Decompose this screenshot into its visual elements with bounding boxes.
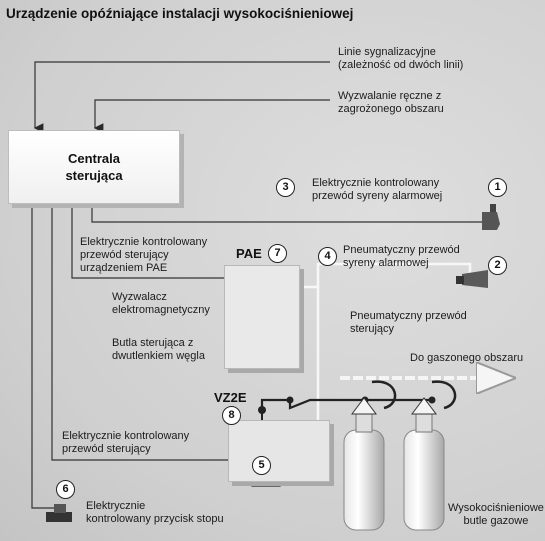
stop-button-line [31, 204, 58, 509]
vz2e-box [228, 420, 330, 482]
gas-bottle-left-icon [343, 380, 397, 531]
pneumatic-siren-icon [456, 270, 488, 288]
vz2e-tag: VZ2E [214, 390, 247, 405]
siren-pneumatic-line [276, 262, 472, 289]
page-title: Urządzenie opóźniające instalacji wysoko… [6, 6, 354, 21]
number-5-badge: 5 [252, 456, 271, 475]
number-2-badge: 2 [488, 256, 507, 275]
actuation-linkage [260, 398, 432, 410]
control-unit-line1: Centrala [67, 151, 121, 166]
number-6-badge: 6 [56, 480, 75, 499]
number-8-badge: 8 [222, 406, 241, 425]
number-4-badge: 4 [318, 247, 337, 266]
manual-trigger-line [93, 99, 330, 133]
number-3-badge: 3 [276, 178, 295, 197]
signal-lines-label: Linie sygnalizacyjne(zależność od dwóch … [338, 46, 464, 71]
vz2e-electric-line [51, 204, 250, 461]
electric-siren-icon [482, 204, 500, 230]
number-7-badge: 7 [268, 244, 287, 263]
control-unit-line2: sterująca [65, 168, 123, 183]
pae-box [224, 265, 300, 369]
stop-button-icon [46, 504, 72, 522]
number-1-badge: 1 [488, 178, 507, 197]
gas-bottle-right-icon [403, 380, 457, 531]
pae-electric-line [71, 204, 255, 279]
signal-line [33, 61, 330, 133]
control-unit-box: Centrala sterująca [8, 130, 180, 204]
to-gas-area-label: Do gaszonego obszaru [410, 352, 524, 364]
pae-tag: PAE [236, 246, 262, 261]
siren-electric-line [91, 204, 485, 223]
